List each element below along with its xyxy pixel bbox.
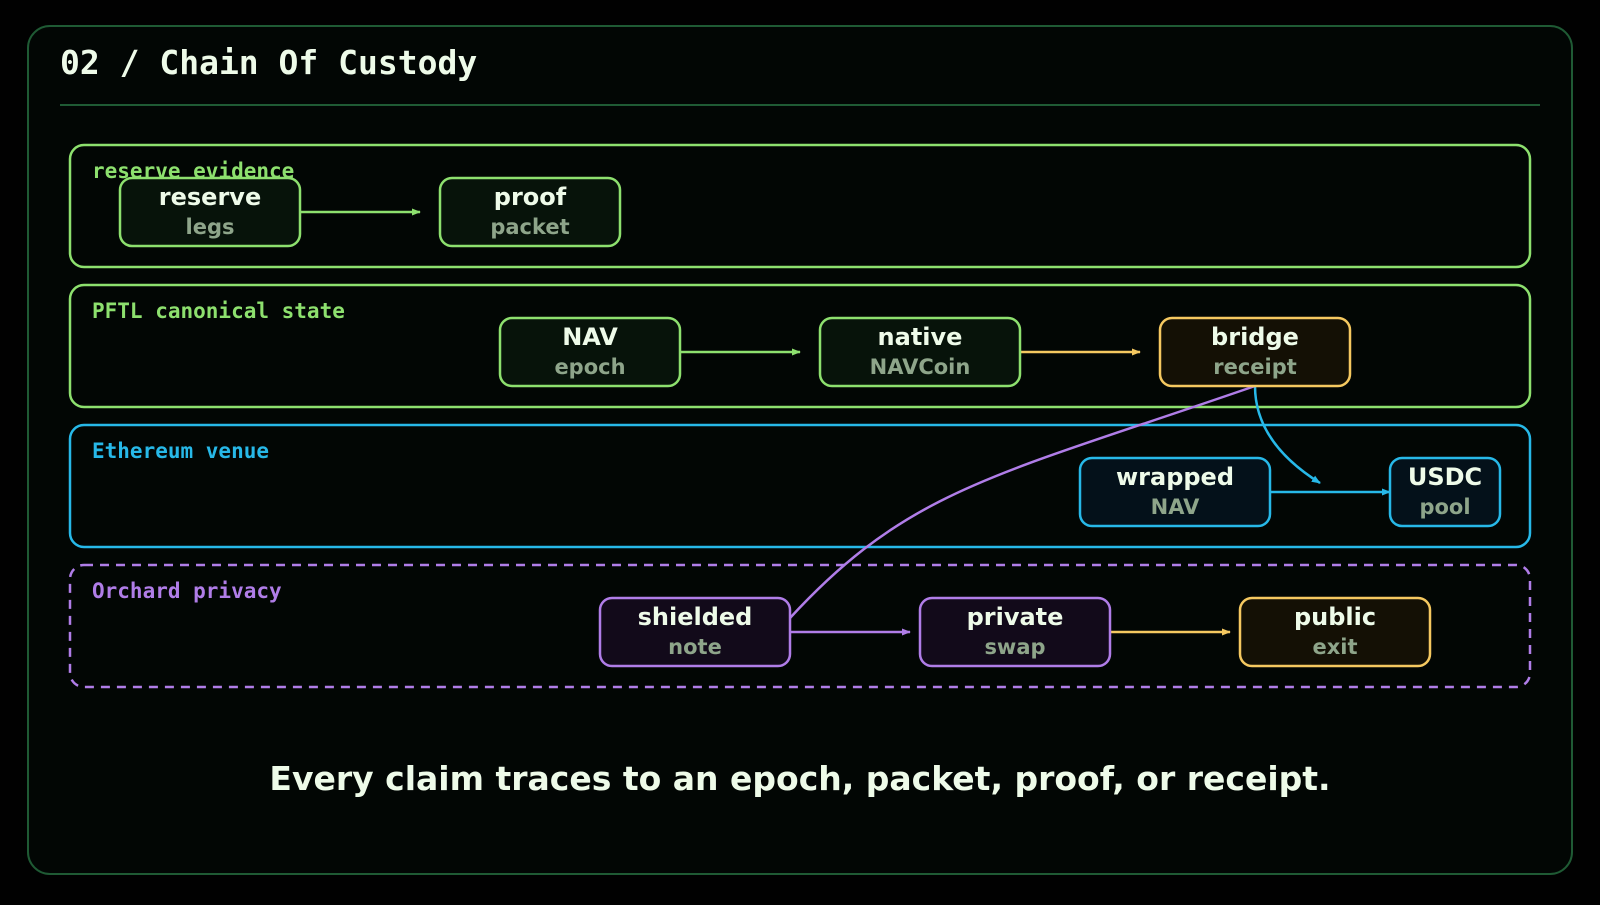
slide-panel [27, 25, 1573, 875]
node-title: bridge [1211, 323, 1299, 351]
node-title: private [967, 603, 1064, 631]
lane-label: Orchard privacy [92, 579, 282, 603]
node-subtitle: receipt [1213, 355, 1297, 379]
node-subtitle: epoch [554, 355, 625, 379]
node-subtitle: pool [1419, 495, 1470, 519]
footer-caption: Every claim traces to an epoch, packet, … [269, 759, 1330, 798]
lane-orchard: Orchard privacy [68, 563, 1532, 689]
node-box [918, 596, 1112, 668]
node-title: NAV [562, 323, 618, 351]
lane-label: PFTL canonical state [92, 299, 345, 323]
node-title: reserve [159, 183, 261, 211]
node-box [818, 316, 1022, 388]
node-title: shielded [638, 603, 753, 631]
node-subtitle: note [668, 635, 722, 659]
node-box [1078, 456, 1272, 528]
node-bridge-receipt: bridge receipt [1158, 316, 1352, 388]
lane-label: Ethereum venue [92, 439, 269, 463]
node-usdc-pool: USDC pool [1388, 456, 1502, 528]
lane-pftl: PFTL canonical state [68, 283, 1532, 409]
node-subtitle: NAVCoin [870, 355, 971, 379]
node-subtitle: exit [1312, 635, 1357, 659]
node-reserve-legs: reserve legs [118, 176, 302, 248]
node-subtitle: packet [490, 215, 569, 239]
node-box [438, 176, 622, 248]
node-nav-epoch: NAV epoch [498, 316, 682, 388]
node-title: native [878, 323, 963, 351]
lane-border [68, 143, 1532, 269]
page-title: 02 / Chain Of Custody [60, 43, 477, 82]
node-subtitle: NAV [1151, 495, 1200, 519]
node-public-exit: public exit [1238, 596, 1432, 668]
lane-ethereum: Ethereum venue [68, 423, 1532, 549]
edges [300, 208, 1391, 636]
node-title: wrapped [1116, 463, 1234, 491]
edge-bridge-receipt-to-shielded-note [789, 384, 1256, 619]
node-private-swap: private swap [918, 596, 1112, 668]
node-box [598, 596, 792, 668]
node-box [1238, 596, 1432, 668]
node-title: USDC [1408, 463, 1482, 491]
node-box [498, 316, 682, 388]
node-title: public [1294, 603, 1376, 631]
node-proof-packet: proof packet [438, 176, 622, 248]
node-shielded-note: shielded note [598, 596, 792, 668]
lane-border [68, 283, 1532, 409]
node-subtitle: legs [186, 215, 235, 239]
edge-bridge-receipt-to-wrapped-nav [1253, 385, 1321, 485]
lane-border [68, 423, 1532, 549]
node-box [118, 176, 302, 248]
node-box [1388, 456, 1502, 528]
node-title: proof [494, 183, 567, 211]
node-box [1158, 316, 1352, 388]
node-subtitle: swap [984, 635, 1045, 659]
